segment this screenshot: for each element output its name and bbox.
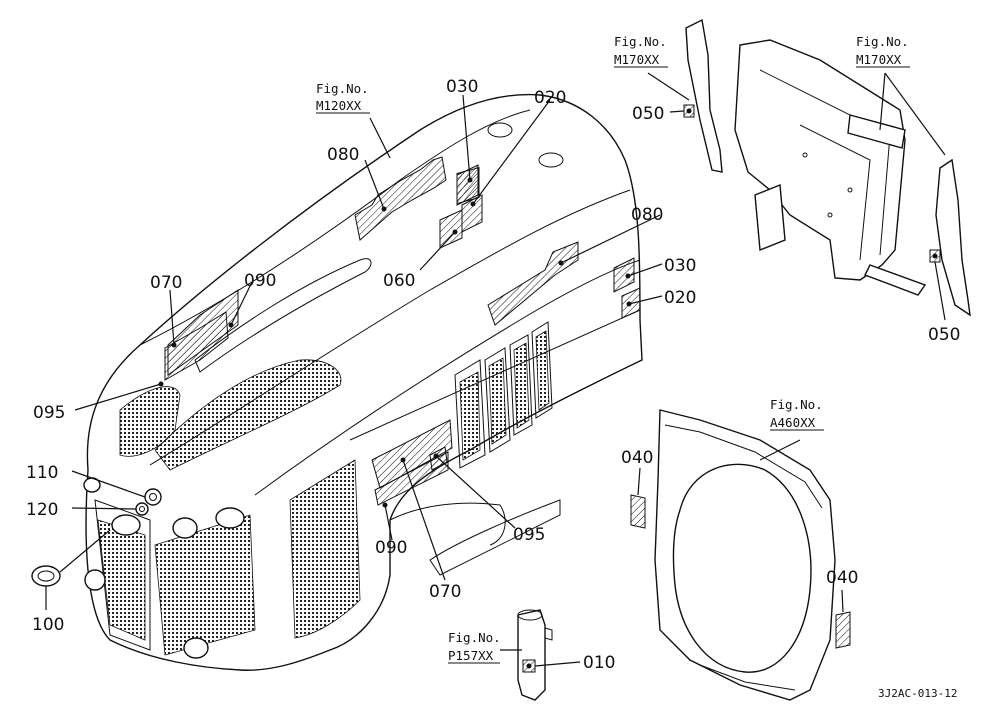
callout-110: 110 <box>26 463 58 483</box>
side-louvers <box>454 321 553 469</box>
part-100-cap <box>31 565 61 587</box>
callout-095: 095 <box>513 525 545 545</box>
callout-020: 020 <box>664 288 696 308</box>
side-panel-right-body <box>935 158 971 317</box>
front-center-grille-mesh <box>154 514 256 656</box>
rear-panel-inner <box>799 124 871 261</box>
callout-030: 030 <box>446 77 478 97</box>
light-front <box>172 517 198 539</box>
callout-070: 070 <box>429 582 461 602</box>
fig-ref-bracket: Fig.No. P157XX <box>448 630 501 664</box>
callout-040: 040 <box>826 568 858 588</box>
hood-assembly <box>83 93 643 671</box>
callout-labels: 080 030 020 060 080 030 020 070 090 095 … <box>26 77 960 673</box>
decal-070-bottom <box>371 419 453 489</box>
fig-ref-line2: P157XX <box>448 648 494 663</box>
light-lower <box>183 637 209 659</box>
decal-040-left <box>630 494 646 529</box>
decal-090-bottom <box>374 451 449 506</box>
callout-100: 100 <box>32 615 64 635</box>
side-panel-small <box>683 18 723 173</box>
fan-shroud-flange <box>664 424 823 509</box>
rear-panel-main <box>734 39 906 281</box>
fig-ref-shroud: Fig.No. A460XX <box>770 397 824 431</box>
fig-ref-line1: Fig.No. <box>316 81 369 96</box>
callout-040: 040 <box>621 448 653 468</box>
decal-070-top <box>164 311 229 381</box>
decal-030-side <box>613 257 635 293</box>
fig-ref-line2: M170XX <box>856 52 902 67</box>
rear-panel-bracket <box>754 184 786 251</box>
rear-panel-top <box>847 114 906 149</box>
callout-050: 050 <box>632 104 664 124</box>
fan-shroud-ring <box>672 463 812 673</box>
decal-030-top-box <box>456 164 479 206</box>
callout-030: 030 <box>664 256 696 276</box>
rear-panel-foot <box>864 264 927 296</box>
front-face <box>94 499 151 651</box>
callout-070: 070 <box>150 273 182 293</box>
fan-shroud <box>630 409 851 701</box>
part-110-bolt <box>144 488 162 506</box>
light-lower <box>84 569 106 591</box>
fig-ref-line2: M120XX <box>316 98 362 113</box>
decal-040-right <box>835 611 851 649</box>
callout-010: 010 <box>583 653 615 673</box>
light-front <box>111 514 141 536</box>
hood-hole <box>487 122 513 138</box>
hood-swoosh <box>194 258 372 373</box>
center-grille-mesh <box>154 359 342 471</box>
fig-ref-line1: Fig.No. <box>614 34 667 49</box>
part-120-washer <box>135 502 149 516</box>
fig-ref-line2: M170XX <box>614 52 660 67</box>
fig-ref-line1: Fig.No. <box>448 630 501 645</box>
callout-090: 090 <box>244 271 276 291</box>
callout-090: 090 <box>375 538 407 558</box>
callout-080: 080 <box>631 205 663 225</box>
decals-hood <box>164 156 641 506</box>
callout-060: 060 <box>383 271 415 291</box>
decal-080-side <box>487 241 579 326</box>
callout-050: 050 <box>928 325 960 345</box>
bracket-body <box>517 609 546 701</box>
bracket <box>517 609 553 701</box>
side-grille-mesh <box>289 459 361 639</box>
fig-ref-line1: Fig.No. <box>856 34 909 49</box>
hood-hole <box>538 152 564 168</box>
figure-code: 3J2AC-013-12 <box>878 687 957 700</box>
hood-skirt <box>429 499 561 576</box>
light-front <box>215 507 245 529</box>
side-panel-right <box>929 158 971 317</box>
fig-ref-line2: A460XX <box>770 415 816 430</box>
decal-060 <box>439 209 463 249</box>
upper-grille-mesh <box>119 386 181 457</box>
callout-095: 095 <box>33 403 65 423</box>
fig-ref-panel-small: Fig.No. M170XX <box>614 34 668 68</box>
side-panel-small-body <box>685 18 723 173</box>
fig-ref-panel-large: Fig.No. M170XX <box>856 34 910 68</box>
emblem-parts <box>31 488 162 587</box>
callout-080: 080 <box>327 145 359 165</box>
fig-ref-line1: Fig.No. <box>770 397 823 412</box>
part-100-cap-inner <box>37 570 55 582</box>
fig-ref-hood-top: Fig.No. M120XX <box>316 81 370 114</box>
leader-lines <box>45 72 946 667</box>
callout-020: 020 <box>534 88 566 108</box>
fan-shroud-flange-bottom <box>699 664 796 691</box>
callout-120: 120 <box>26 500 58 520</box>
hood-bottom-edge <box>389 502 506 546</box>
hood-crease <box>254 259 641 496</box>
rear-panel-assembly <box>734 39 927 296</box>
